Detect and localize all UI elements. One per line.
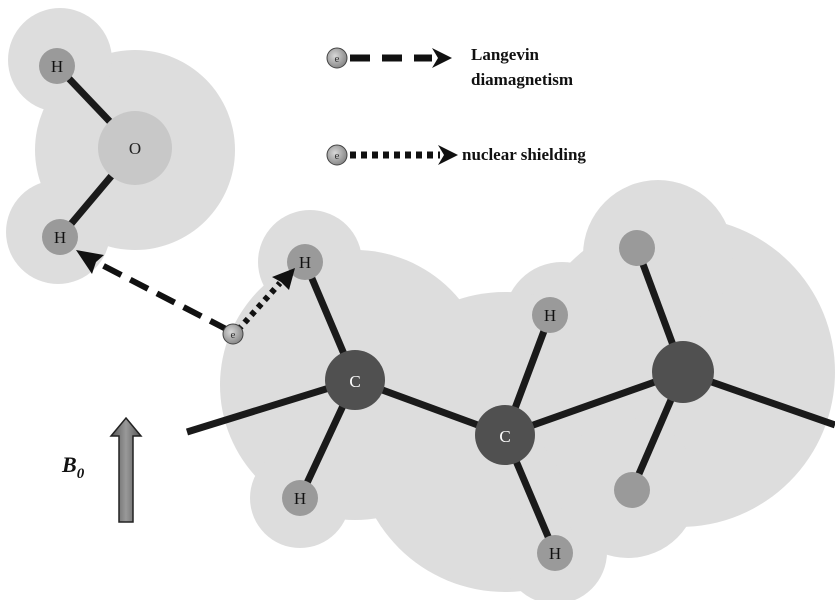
hydrogen-atom-c2-bottom [537,535,573,571]
hydrogen-atom-c3-bottom [614,472,650,508]
legend-electron-icon-1 [326,47,348,69]
legend-electron-icon-2 [326,144,348,166]
legend-shielding: e nuclear shielding [326,144,586,166]
hydrogen-atom-c3-top [619,230,655,266]
magnetic-field-arrow [109,416,143,523]
langevin-arrowhead [76,250,104,274]
magnetic-field-label: B0 [61,452,85,482]
svg-text:e: e [335,53,340,65]
legend-langevin: e Langevin diamagnetism [326,45,573,89]
svg-text:e: e [231,329,236,341]
shielding-arrowhead [272,268,295,290]
legend-shielding-arrowhead [438,145,458,165]
shielding-arrow [235,268,295,332]
langevin-arrow [76,250,230,333]
hydrogen-label-shielded: H [299,253,311,272]
hydrogen-label-c1-bottom: H [294,489,306,508]
b-label-subscript: 0 [77,466,85,482]
hydrogen-atom-c2-top [532,297,568,333]
legend-langevin-arrowhead [432,48,452,68]
oxygen-label: O [129,139,141,158]
legend-langevin-line1: Langevin [471,45,540,64]
electron: e [222,323,244,345]
hydrogen-atom-water-top [39,48,75,84]
hydrogen-label-c2-bottom: H [549,544,561,563]
carbon-atom-1 [325,350,385,410]
legend-langevin-line2: diamagnetism [471,70,573,89]
svg-text:e: e [335,150,340,162]
carbon-label-2: C [499,427,510,446]
oxygen-atom [98,111,172,185]
hydrogen-label-water-bottom: H [54,228,66,247]
legend-shielding-label: nuclear shielding [462,145,586,164]
hydrogen-atom-c1-bottom [282,480,318,516]
carbon-atom-2 [475,405,535,465]
carbon-atom-3 [652,341,714,403]
carbon-label-1: C [349,372,360,391]
hydrogen-label-c2-top: H [544,306,556,325]
b-label-main: B [61,452,77,477]
hydrogen-atom-water-bottom [42,219,78,255]
hydrogen-atom-shielded [287,244,323,280]
hydrogen-label-water-top: H [51,57,63,76]
bond-c2-c3 [503,368,685,439]
